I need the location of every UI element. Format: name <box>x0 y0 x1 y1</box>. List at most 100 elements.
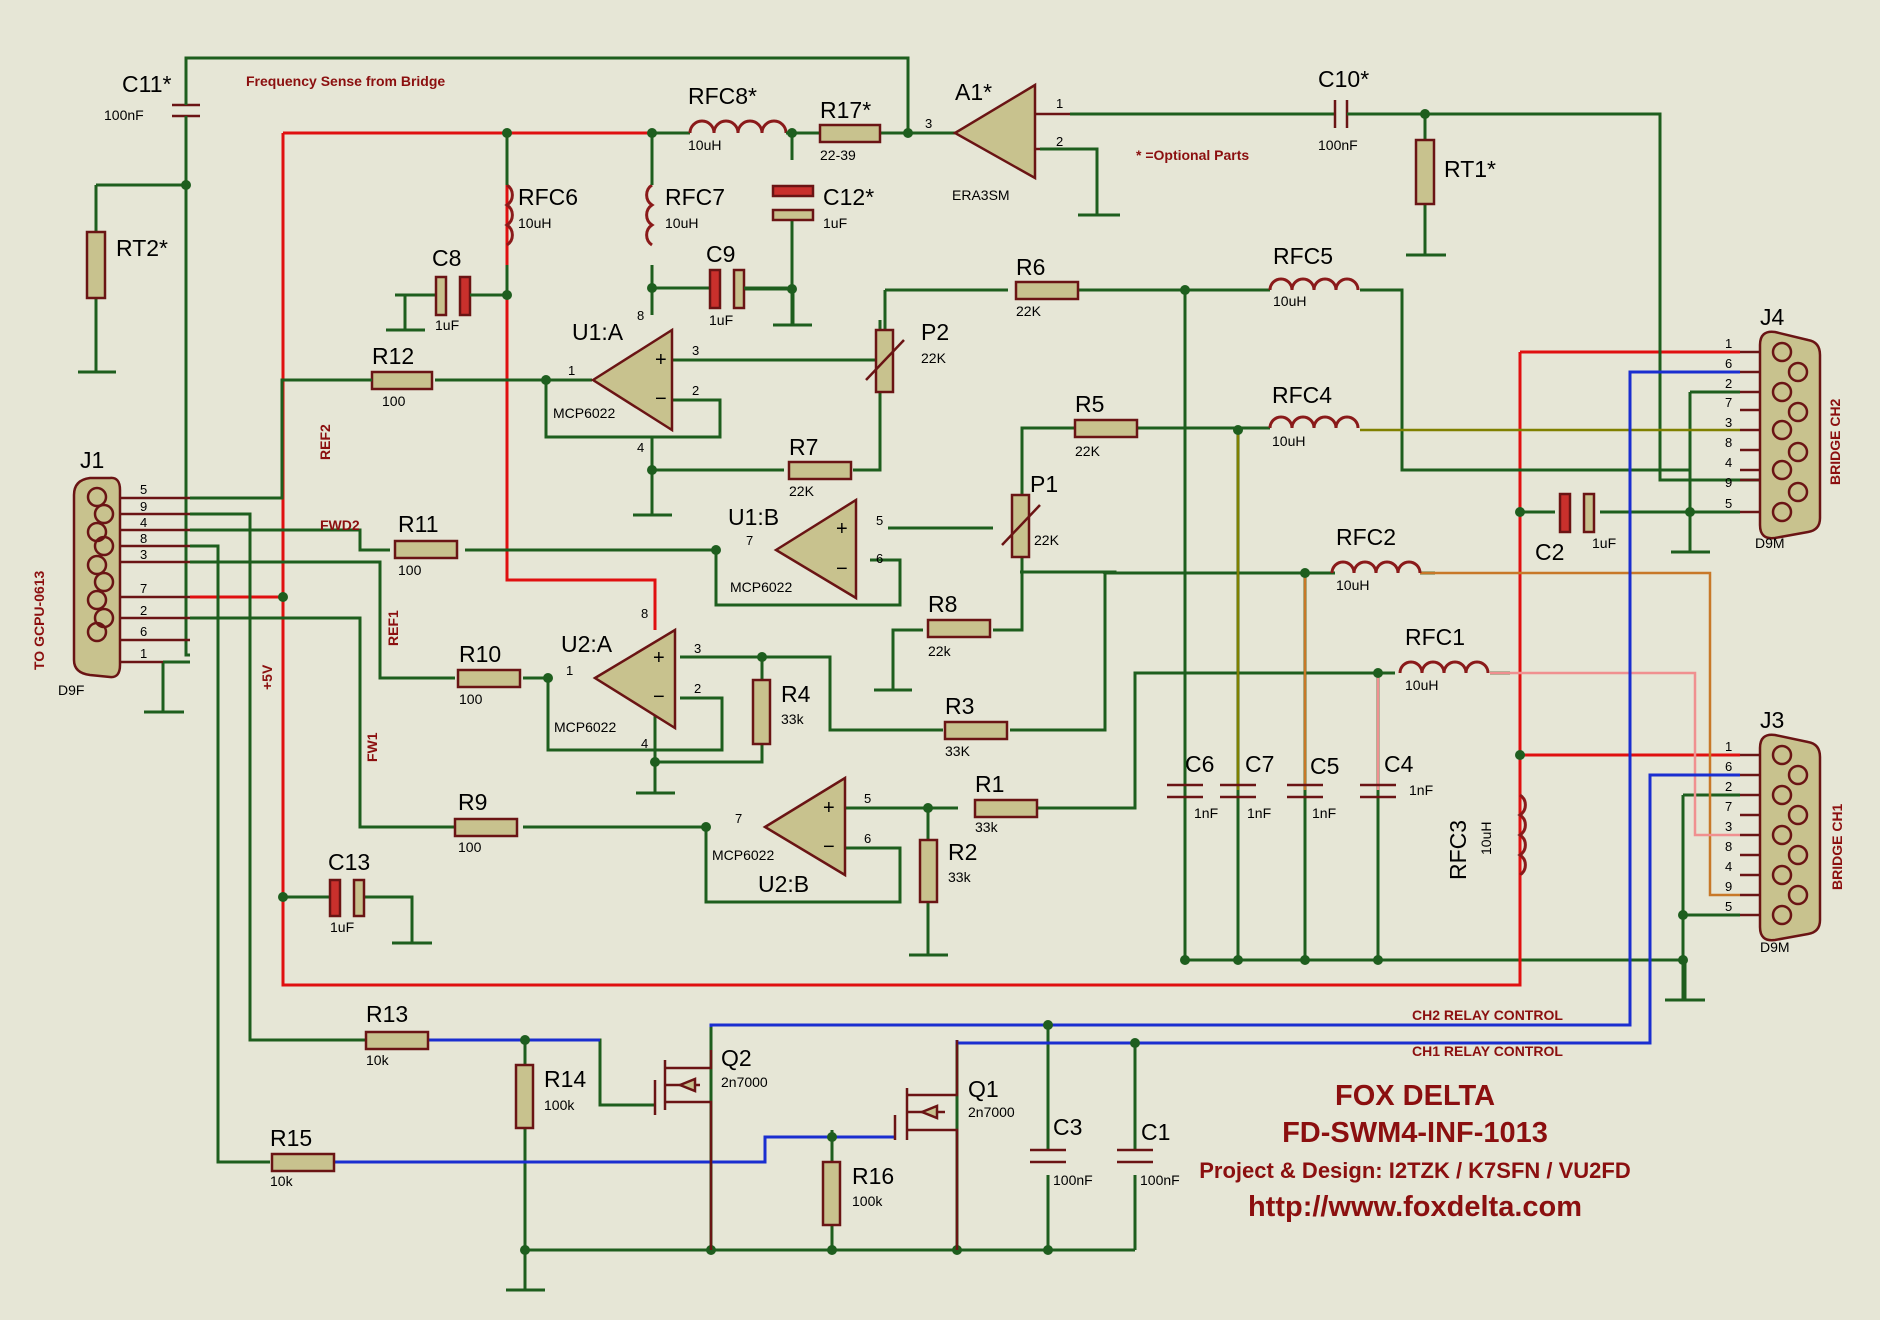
j4-pin: 2 <box>1725 376 1732 391</box>
q1-value: 2n7000 <box>968 1104 1015 1120</box>
j3-ref: J3 <box>1760 707 1784 733</box>
j1-pin: 5 <box>140 482 147 497</box>
u2a-pin-minus: 2 <box>694 681 701 696</box>
r2-value: 33k <box>948 869 972 885</box>
c12-value: 1uF <box>823 215 847 231</box>
c3-ref: C3 <box>1053 1114 1082 1140</box>
capacitor-c10: C10* 100nF <box>1302 66 1380 153</box>
u1a-ref: U1:A <box>572 319 624 345</box>
mosfet-q1: Q1 2n7000 <box>893 1040 1015 1250</box>
r2-ref: R2 <box>948 839 977 865</box>
p2-value: 22K <box>921 350 947 366</box>
r9-value: 100 <box>458 839 482 855</box>
resistor-r5: R5 22K <box>1073 391 1139 459</box>
capacitor-c9: C9 1uF <box>652 241 792 328</box>
j1-pin: 2 <box>140 603 147 618</box>
resistor-r9: R9 100 <box>453 789 519 855</box>
potentiometer-p2: P2 22K <box>865 319 949 394</box>
r12-value: 100 <box>382 393 406 409</box>
svg-text:−: − <box>836 558 848 580</box>
r10-ref: R10 <box>459 641 501 667</box>
c8-value: 1uF <box>435 317 459 333</box>
ch2-relay-label: CH2 RELAY CONTROL <box>1412 1007 1563 1023</box>
u1a-pin-vcc: 8 <box>637 308 644 323</box>
u1a-value: MCP6022 <box>553 405 615 421</box>
capacitor-c1: C1 100nF <box>1117 1119 1180 1188</box>
j1-pin: 7 <box>140 581 147 596</box>
a1-pin-out: 1 <box>1056 96 1063 111</box>
j4-pin: 5 <box>1725 496 1732 511</box>
j3-pin: 5 <box>1725 899 1732 914</box>
rfc3-ref: RFC3 <box>1445 820 1471 880</box>
r1-value: 33k <box>975 819 999 835</box>
c2-ref: C2 <box>1535 539 1564 565</box>
bridge-ch2-label: BRIDGE CH2 <box>1827 398 1843 485</box>
svg-text:−: − <box>823 836 835 858</box>
q2-ref: Q2 <box>721 1045 752 1071</box>
c13-ref: C13 <box>328 849 370 875</box>
u1b-pin-plus: 5 <box>876 513 883 528</box>
plus5v-label: +5V <box>259 664 275 690</box>
rfc8-ref: RFC8* <box>688 83 757 109</box>
connector-j4: 1 6 2 7 3 8 4 9 5 J4 D9M BRIDGE CH2 <box>1725 304 1843 551</box>
j1-pin: 1 <box>140 646 147 661</box>
resistor-r2: R2 33k <box>918 838 977 904</box>
c12-ref: C12* <box>823 184 874 210</box>
capacitor-c8: C8 1uF <box>405 245 507 333</box>
capacitor-c3: C3 100nF <box>1030 1114 1093 1188</box>
resistor-r16: R16 100k <box>821 1160 894 1227</box>
r10-value: 100 <box>459 691 483 707</box>
fwd2-label: FWD2 <box>320 517 360 533</box>
net-labels: Frequency Sense from Bridge * =Optional … <box>31 73 1563 1059</box>
ref2-label: REF2 <box>317 424 333 460</box>
r5-value: 22K <box>1075 443 1101 459</box>
u2a-pin-vcc: 8 <box>641 606 648 621</box>
c6-value: 1nF <box>1194 805 1218 821</box>
rfc1-value: 10uH <box>1405 677 1438 693</box>
j1-pin: 9 <box>140 499 147 514</box>
r13-ref: R13 <box>366 1001 408 1027</box>
r9-ref: R9 <box>458 789 487 815</box>
resistor-r14: R14 100k <box>514 1063 586 1130</box>
j1-ref: J1 <box>80 447 104 473</box>
c2-value: 1uF <box>1592 535 1616 551</box>
inductor-rfc3: RFC3 10uH <box>1445 793 1527 985</box>
j1-value: D9F <box>58 682 84 698</box>
capacitor-c5: C5 1nF <box>1287 753 1339 821</box>
r17-value: 22-39 <box>820 147 856 163</box>
u2a-pin-out: 1 <box>566 663 573 678</box>
u2b-pin-plus: 5 <box>864 791 871 806</box>
rfc4-ref: RFC4 <box>1272 382 1332 408</box>
title-credits: Project & Design: I2TZK / K7SFN / VU2FD <box>1199 1158 1631 1183</box>
c9-value: 1uF <box>709 312 733 328</box>
u1b-pin-minus: 6 <box>876 551 883 566</box>
j4-pin: 6 <box>1725 356 1732 371</box>
resistor-r3: R3 33K <box>943 693 1009 759</box>
u1a-pin-plus: 3 <box>692 343 699 358</box>
r14-ref: R14 <box>544 1066 586 1092</box>
r16-value: 100k <box>852 1193 883 1209</box>
resistor-r4: R4 33k <box>751 678 811 746</box>
u2a-pin-gnd: 4 <box>641 736 648 751</box>
rfc6-value: 10uH <box>518 215 551 231</box>
capacitor-c4: C4 1nF <box>1360 751 1433 799</box>
ch1-relay-label: CH1 RELAY CONTROL <box>1412 1043 1563 1059</box>
resistor-r13: R13 10k <box>364 1001 430 1068</box>
j4-pin: 7 <box>1725 395 1732 410</box>
bridge-ch1-label: BRIDGE CH1 <box>1829 803 1845 890</box>
j1-pin: 4 <box>140 515 147 530</box>
u2b-value: MCP6022 <box>712 847 774 863</box>
r3-value: 33K <box>945 743 971 759</box>
j3-pin: 6 <box>1725 759 1732 774</box>
a1-ref: A1* <box>955 79 992 105</box>
svg-text:+: + <box>655 349 667 371</box>
c13-value: 1uF <box>330 919 354 935</box>
u2b-pin-out: 7 <box>735 811 742 826</box>
to-gcpu-label: TO GCPU-0613 <box>31 570 47 670</box>
j3-value: D9M <box>1760 939 1790 955</box>
r4-ref: R4 <box>781 681 811 707</box>
ground-symbols <box>78 213 1710 1292</box>
inductor-rfc2: RFC2 10uH <box>1330 524 1422 593</box>
c11-value: 100nF <box>104 107 144 123</box>
ref1-label: REF1 <box>385 610 401 646</box>
